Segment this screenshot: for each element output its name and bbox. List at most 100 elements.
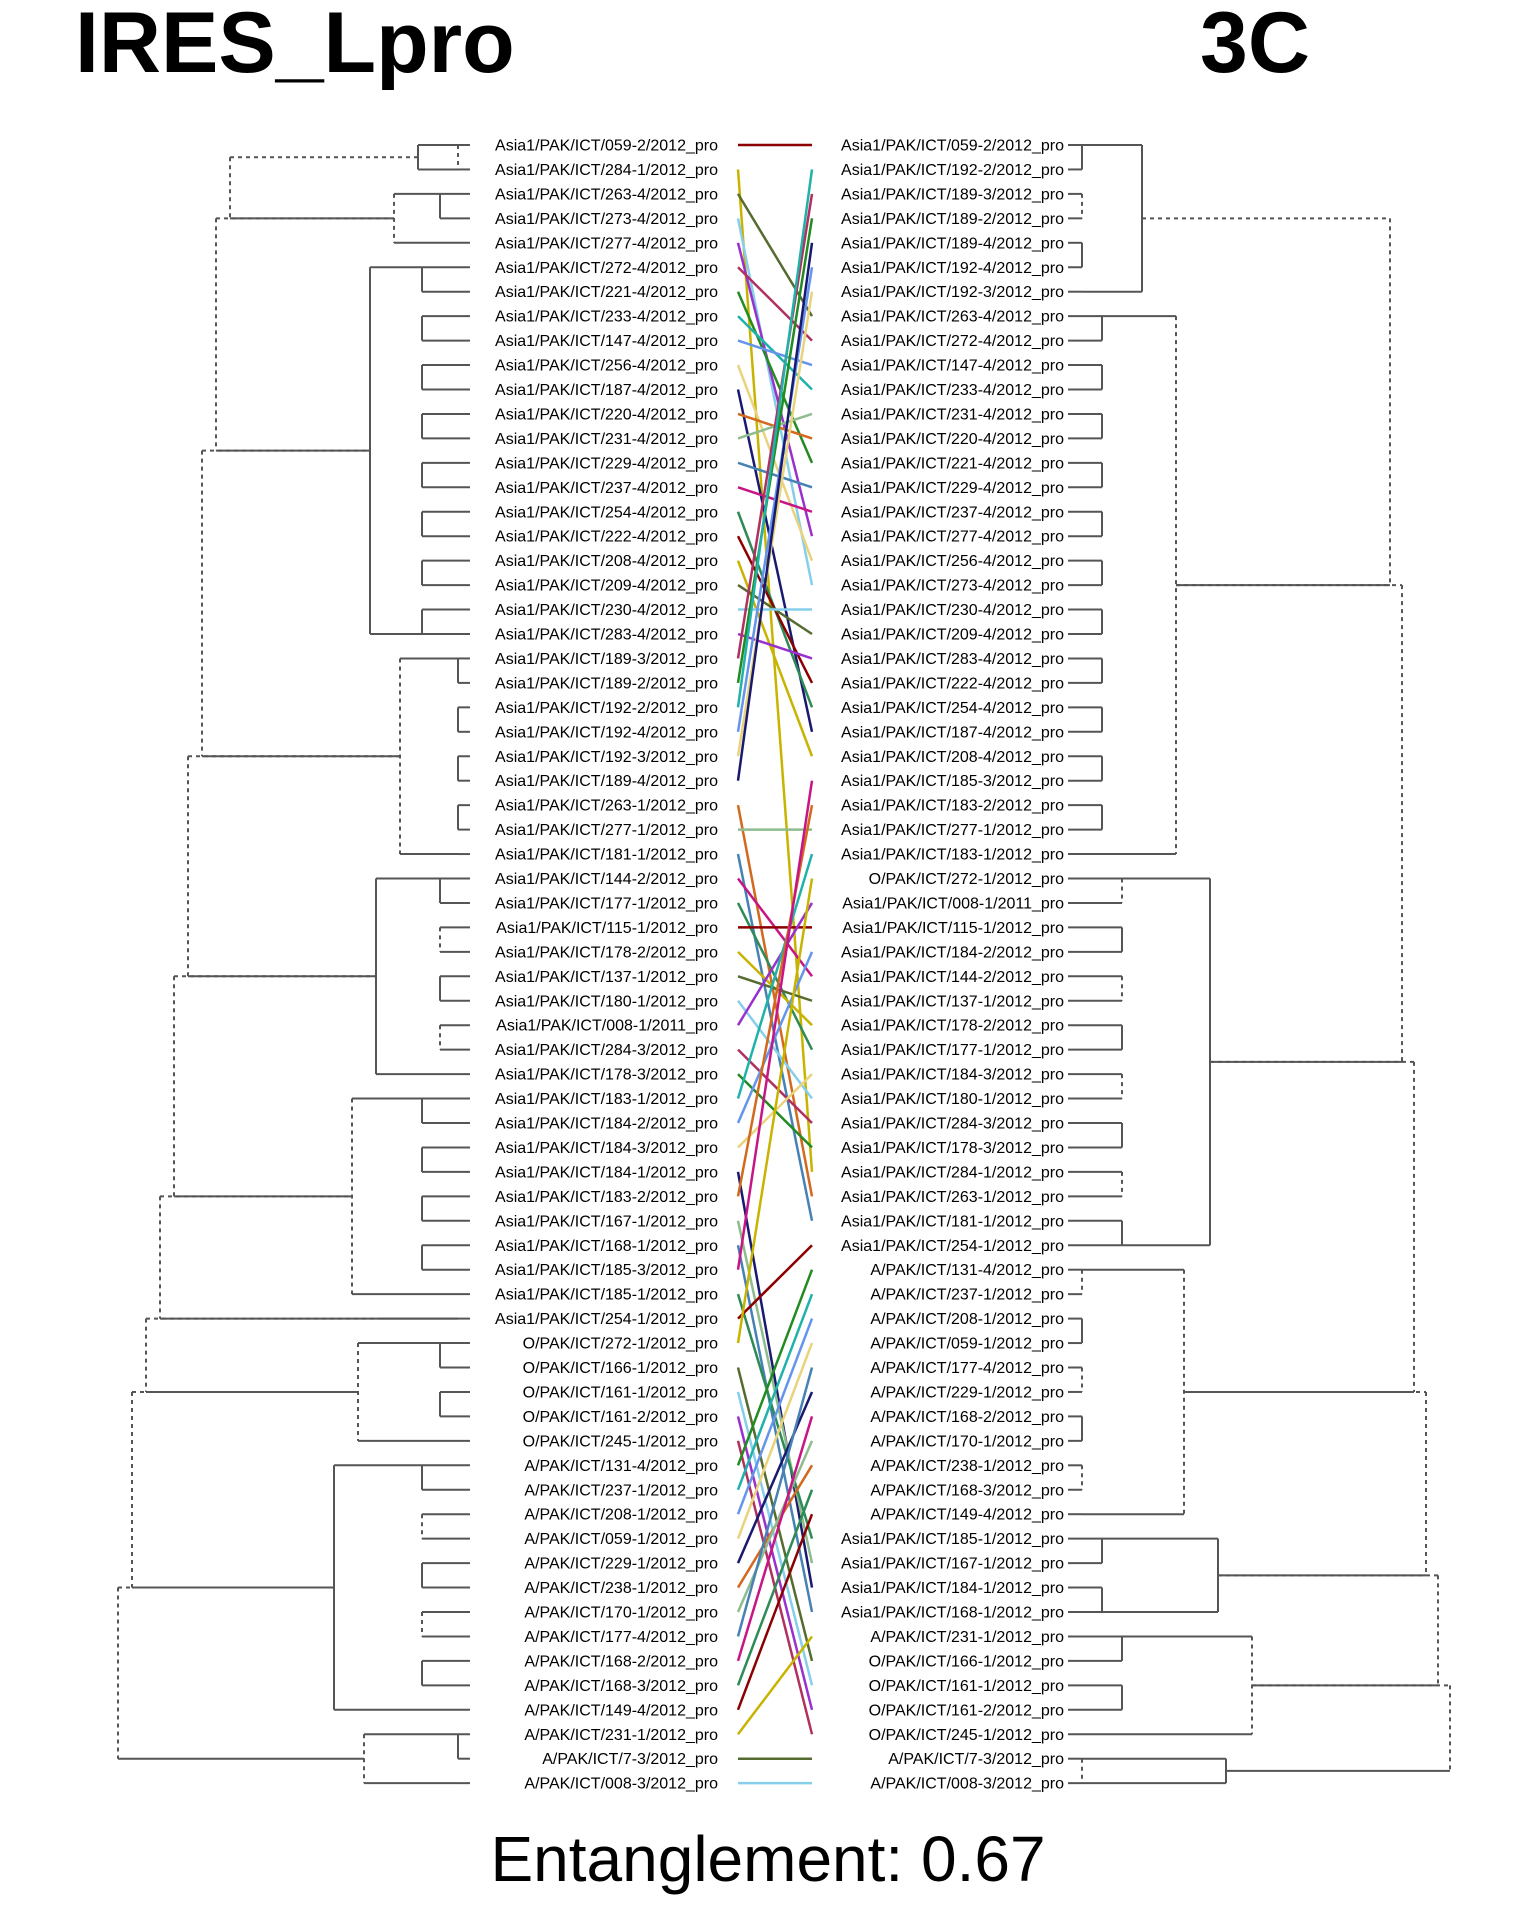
left-tip-label: Asia1/PAK/ICT/144-2/2012_pro	[495, 871, 718, 888]
connector-line	[736, 1367, 814, 1662]
left-tip-label: Asia1/PAK/ICT/192-2/2012_pro	[495, 700, 718, 717]
left-tip-label: Asia1/PAK/ICT/263-1/2012_pro	[495, 798, 718, 815]
left-tip-labels: Asia1/PAK/ICT/059-2/2012_proAsia1/PAK/IC…	[495, 138, 718, 1793]
left-tip-label: Asia1/PAK/ICT/277-1/2012_pro	[495, 822, 718, 839]
left-tip-label: A/PAK/ICT/231-1/2012_pro	[524, 1727, 718, 1744]
right-tip-label: Asia1/PAK/ICT/283-4/2012_pro	[841, 651, 1064, 668]
right-tip-label: O/PAK/ICT/166-1/2012_pro	[869, 1653, 1064, 1670]
right-tip-label: A/PAK/ICT/149-4/2012_pro	[870, 1507, 1064, 1524]
right-tip-label: Asia1/PAK/ICT/177-1/2012_pro	[841, 1042, 1064, 1059]
left-tip-label: O/PAK/ICT/272-1/2012_pro	[523, 1336, 718, 1353]
connector-line	[736, 1440, 814, 1613]
left-tip-label: A/PAK/ICT/7-3/2012_pro	[542, 1751, 718, 1768]
right-tip-label: Asia1/PAK/ICT/221-4/2012_pro	[841, 455, 1064, 472]
connector-line	[736, 1367, 814, 1637]
right-tip-label: Asia1/PAK/ICT/147-4/2012_pro	[841, 358, 1064, 375]
right-tip-label: A/PAK/ICT/229-1/2012_pro	[870, 1384, 1064, 1401]
right-tip-labels: Asia1/PAK/ICT/059-2/2012_proAsia1/PAK/IC…	[841, 138, 1064, 1793]
right-tip-label: Asia1/PAK/ICT/183-2/2012_pro	[841, 798, 1064, 815]
left-tip-label: A/PAK/ICT/131-4/2012_pro	[524, 1458, 718, 1475]
right-tip-label: Asia1/PAK/ICT/220-4/2012_pro	[841, 431, 1064, 448]
connector-line	[737, 1244, 813, 1320]
left-tip-label: Asia1/PAK/ICT/185-1/2012_pro	[495, 1287, 718, 1304]
left-tip-label: Asia1/PAK/ICT/284-3/2012_pro	[495, 1042, 718, 1059]
left-tip-label: Asia1/PAK/ICT/184-2/2012_pro	[495, 1116, 718, 1133]
right-tip-label: Asia1/PAK/ICT/185-3/2012_pro	[841, 773, 1064, 790]
right-tip-label: O/PAK/ICT/161-1/2012_pro	[869, 1678, 1064, 1695]
left-tip-label: A/PAK/ICT/229-1/2012_pro	[524, 1556, 718, 1573]
left-tip-label: Asia1/PAK/ICT/263-4/2012_pro	[495, 186, 718, 203]
right-tip-label: A/PAK/ICT/177-4/2012_pro	[870, 1360, 1064, 1377]
connector-line	[737, 461, 813, 489]
right-tip-label: Asia1/PAK/ICT/256-4/2012_pro	[841, 553, 1064, 570]
left-tip-label: Asia1/PAK/ICT/272-4/2012_pro	[495, 260, 718, 277]
right-tip-label: Asia1/PAK/ICT/272-4/2012_pro	[841, 333, 1064, 350]
right-tip-label: Asia1/PAK/ICT/137-1/2012_pro	[841, 993, 1064, 1010]
right-tip-label: Asia1/PAK/ICT/273-4/2012_pro	[841, 578, 1064, 595]
left-tip-label: O/PAK/ICT/166-1/2012_pro	[523, 1360, 718, 1377]
right-tip-label: Asia1/PAK/ICT/178-3/2012_pro	[841, 1140, 1064, 1157]
right-tip-label: A/PAK/ICT/7-3/2012_pro	[888, 1751, 1064, 1768]
connector-line	[736, 242, 814, 537]
right-tip-label: A/PAK/ICT/208-1/2012_pro	[870, 1311, 1064, 1328]
left-tip-label: Asia1/PAK/ICT/189-3/2012_pro	[495, 651, 718, 668]
left-tip-label: Asia1/PAK/ICT/147-4/2012_pro	[495, 333, 718, 350]
right-tip-label: Asia1/PAK/ICT/185-1/2012_pro	[841, 1531, 1064, 1548]
left-tip-label: Asia1/PAK/ICT/177-1/2012_pro	[495, 895, 718, 912]
left-tip-label: Asia1/PAK/ICT/209-4/2012_pro	[495, 578, 718, 595]
right-tip-label: A/PAK/ICT/131-4/2012_pro	[870, 1262, 1064, 1279]
left-tip-label: Asia1/PAK/ICT/183-2/2012_pro	[495, 1189, 718, 1206]
right-tip-label: Asia1/PAK/ICT/254-4/2012_pro	[841, 700, 1064, 717]
right-tip-label: O/PAK/ICT/272-1/2012_pro	[869, 871, 1064, 888]
right-tip-label: A/PAK/ICT/238-1/2012_pro	[870, 1458, 1064, 1475]
right-tip-label: Asia1/PAK/ICT/263-4/2012_pro	[841, 309, 1064, 326]
left-tip-label: O/PAK/ICT/245-1/2012_pro	[523, 1433, 718, 1450]
left-tip-label: Asia1/PAK/ICT/192-3/2012_pro	[495, 749, 718, 766]
right-tip-label: Asia1/PAK/ICT/208-4/2012_pro	[841, 749, 1064, 766]
right-tip-label: Asia1/PAK/ICT/184-1/2012_pro	[841, 1580, 1064, 1597]
right-tip-label: Asia1/PAK/ICT/231-4/2012_pro	[841, 406, 1064, 423]
left-tip-label: Asia1/PAK/ICT/208-4/2012_pro	[495, 553, 718, 570]
connector-line	[736, 1391, 814, 1564]
left-tip-label: Asia1/PAK/ICT/192-4/2012_pro	[495, 724, 718, 741]
right-tip-label: A/PAK/ICT/168-3/2012_pro	[870, 1482, 1064, 1499]
left-tip-label: Asia1/PAK/ICT/187-4/2012_pro	[495, 382, 718, 399]
right-tip-label: Asia1/PAK/ICT/284-1/2012_pro	[841, 1164, 1064, 1181]
connector-line	[736, 242, 814, 781]
left-tip-label: A/PAK/ICT/238-1/2012_pro	[524, 1580, 718, 1597]
connector-line	[736, 1416, 814, 1711]
left-tip-label: Asia1/PAK/ICT/008-1/2011_pro	[496, 1018, 718, 1035]
right-tip-label: Asia1/PAK/ICT/229-4/2012_pro	[841, 480, 1064, 497]
left-tip-label: A/PAK/ICT/170-1/2012_pro	[524, 1605, 718, 1622]
connector-line	[736, 1293, 814, 1491]
left-tip-label: Asia1/PAK/ICT/220-4/2012_pro	[495, 406, 718, 423]
right-tip-label: Asia1/PAK/ICT/183-1/2012_pro	[841, 847, 1064, 864]
left-tip-label: Asia1/PAK/ICT/167-1/2012_pro	[495, 1213, 718, 1230]
left-tip-label: Asia1/PAK/ICT/221-4/2012_pro	[495, 284, 718, 301]
right-tip-label: Asia1/PAK/ICT/168-1/2012_pro	[841, 1605, 1064, 1622]
right-tip-label: Asia1/PAK/ICT/189-4/2012_pro	[841, 235, 1064, 252]
right-tip-label: Asia1/PAK/ICT/222-4/2012_pro	[841, 675, 1064, 692]
left-tip-label: Asia1/PAK/ICT/178-3/2012_pro	[495, 1067, 718, 1084]
left-tip-label: Asia1/PAK/ICT/229-4/2012_pro	[495, 455, 718, 472]
right-tip-label: A/PAK/ICT/231-1/2012_pro	[870, 1629, 1064, 1646]
right-tip-label: Asia1/PAK/ICT/180-1/2012_pro	[841, 1091, 1064, 1108]
right-tip-label: A/PAK/ICT/237-1/2012_pro	[870, 1287, 1064, 1304]
left-tip-label: Asia1/PAK/ICT/059-2/2012_pro	[495, 138, 718, 155]
left-tip-label: Asia1/PAK/ICT/184-1/2012_pro	[495, 1164, 718, 1181]
connector-line	[737, 975, 813, 1002]
right-tip-label: A/PAK/ICT/059-1/2012_pro	[870, 1336, 1064, 1353]
left-tip-label: Asia1/PAK/ICT/233-4/2012_pro	[495, 309, 718, 326]
right-tip-label: A/PAK/ICT/008-3/2012_pro	[870, 1776, 1064, 1793]
left-tip-label: Asia1/PAK/ICT/222-4/2012_pro	[495, 529, 718, 546]
connector-line	[736, 951, 814, 1124]
right-tip-label: Asia1/PAK/ICT/178-2/2012_pro	[841, 1018, 1064, 1035]
right-tip-label: Asia1/PAK/ICT/144-2/2012_pro	[841, 969, 1064, 986]
left-tip-label: O/PAK/ICT/161-2/2012_pro	[523, 1409, 718, 1426]
right-tip-label: Asia1/PAK/ICT/192-2/2012_pro	[841, 162, 1064, 179]
left-tip-label: Asia1/PAK/ICT/284-1/2012_pro	[495, 162, 718, 179]
connector-line	[736, 267, 814, 732]
left-tip-label: Asia1/PAK/ICT/181-1/2012_pro	[495, 847, 718, 864]
right-tip-label: O/PAK/ICT/161-2/2012_pro	[869, 1702, 1064, 1719]
left-tip-label: Asia1/PAK/ICT/254-1/2012_pro	[495, 1311, 718, 1328]
